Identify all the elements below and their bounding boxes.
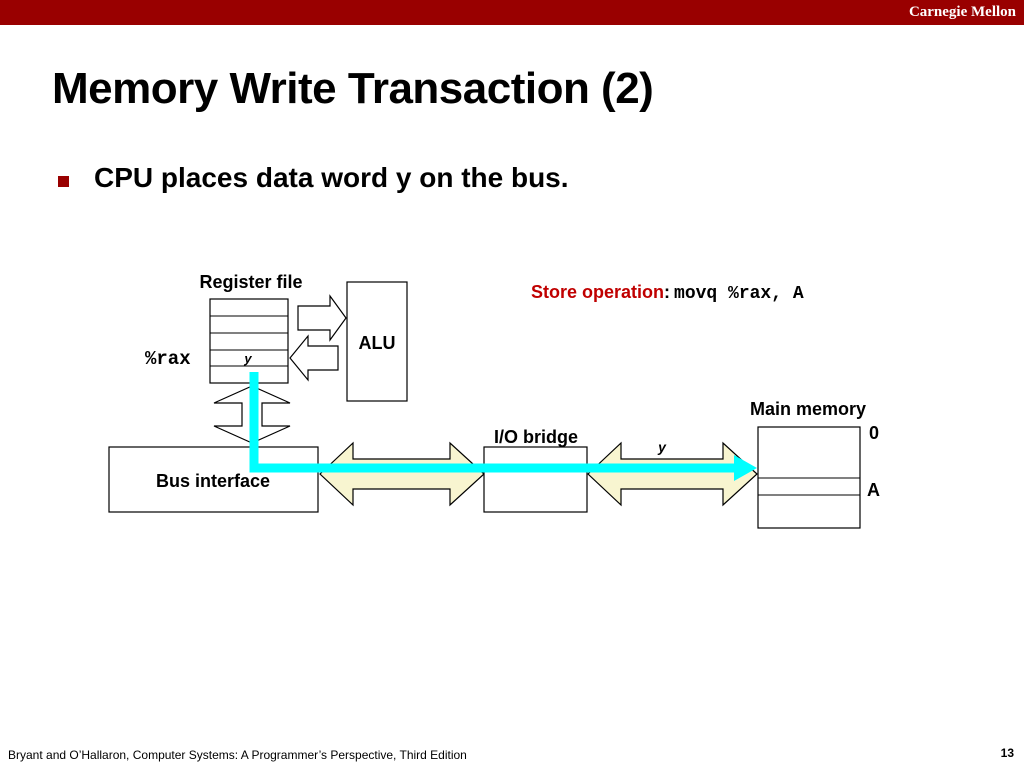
page-number: 13 bbox=[1000, 746, 1014, 760]
register-file-label: Register file bbox=[199, 272, 302, 292]
data-path-line bbox=[249, 372, 738, 473]
bullet-square-icon bbox=[58, 176, 69, 187]
store-op-colon: : bbox=[664, 282, 670, 302]
io-bridge-box bbox=[483, 446, 588, 513]
memory-address-0-label: 0 bbox=[869, 423, 879, 443]
register-name-label: %rax bbox=[145, 348, 191, 370]
alu-label: ALU bbox=[359, 333, 396, 353]
alu-to-regfile-arrow bbox=[289, 334, 339, 382]
data-path-arrowhead bbox=[734, 455, 757, 481]
slide-title: Memory Write Transaction (2) bbox=[52, 64, 654, 113]
store-op-label: Store operation bbox=[531, 282, 664, 302]
main-memory bbox=[757, 426, 861, 529]
regfile-to-alu-arrow bbox=[297, 294, 347, 342]
store-op-code: movq %rax, A bbox=[674, 284, 804, 304]
system-bus-arrow bbox=[319, 441, 485, 507]
register-file bbox=[209, 298, 289, 384]
bus-interface-label: Bus interface bbox=[156, 471, 270, 491]
main-memory-label: Main memory bbox=[750, 399, 866, 419]
brand-label: Carnegie Mellon bbox=[908, 4, 1016, 20]
register-value-label: y bbox=[243, 351, 252, 366]
header-bar: Carnegie Mellon bbox=[0, 0, 1024, 25]
store-operation-text: Store operation:movq %rax, A bbox=[531, 282, 804, 304]
io-bridge-label: I/O bridge bbox=[494, 427, 578, 447]
bullet-text: CPU places data word y on the bus. bbox=[94, 162, 569, 193]
bus-data-label: y bbox=[657, 439, 667, 455]
memory-address-a-label: A bbox=[867, 480, 880, 500]
memory-bus-arrow bbox=[587, 441, 758, 507]
footer-citation: Bryant and O’Hallaron, Computer Systems:… bbox=[8, 748, 467, 762]
bus-interface-box bbox=[108, 446, 319, 513]
alu-box bbox=[346, 281, 408, 402]
